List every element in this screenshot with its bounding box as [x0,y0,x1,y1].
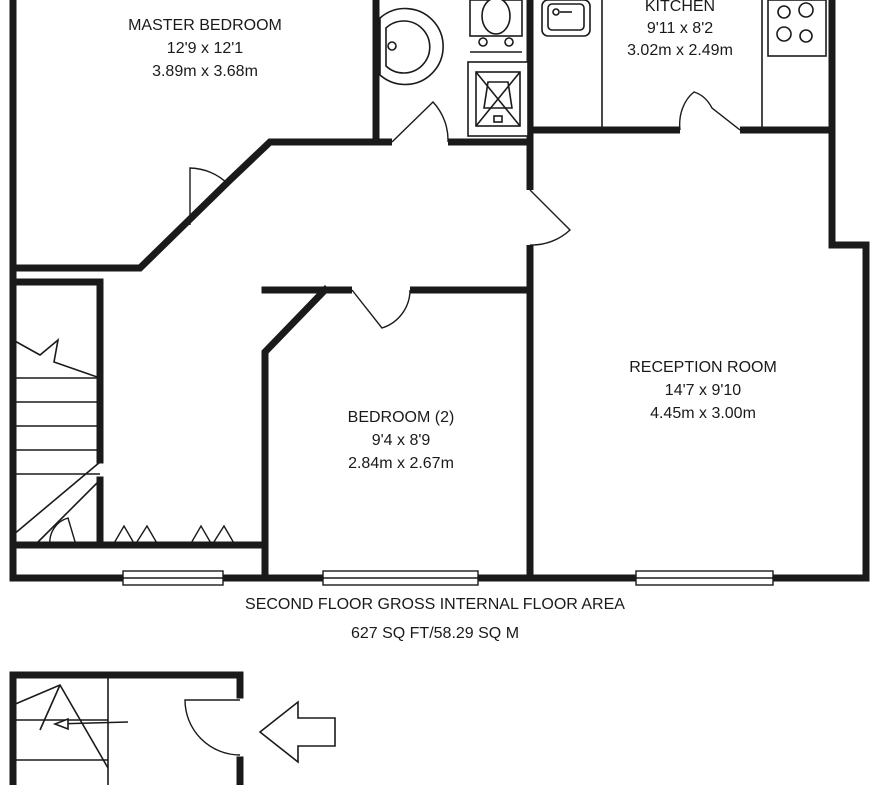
room-name: KITCHEN [645,0,715,15]
bedroom-2-label: BEDROOM (2) 9'4 x 8'9 2.84m x 2.67m [348,409,455,472]
room-metric: 4.45m x 3.00m [650,405,756,422]
room-imperial: 14'7 x 9'10 [665,382,741,399]
room-imperial: 9'11 x 8'2 [647,20,713,37]
room-name: MASTER BEDROOM [128,17,282,34]
entrance-arrow-icon [258,700,336,764]
room-metric: 3.89m x 3.68m [152,63,258,80]
hob-icon [767,0,827,57]
room-name: RECEPTION ROOM [629,359,777,376]
reception-room-label: RECEPTION ROOM 14'7 x 9'10 4.45m x 3.00m [629,359,777,422]
shower-tray-icon [467,61,529,137]
room-name: BEDROOM (2) [348,409,455,426]
room-imperial: 12'9 x 12'1 [167,40,243,57]
room-metric: 2.84m x 2.67m [348,455,454,472]
room-metric: 3.02m x 2.49m [627,42,733,59]
kitchen-label: KITCHEN 9'11 x 8'2 3.02m x 2.49m [627,0,733,59]
master-bedroom-label: MASTER BEDROOM 12'9 x 12'1 3.89m x 3.68m [128,17,282,80]
toilet-icon [469,0,523,53]
sink-icon [379,7,444,86]
windows [122,570,774,586]
kitchen-counter [601,0,763,128]
kitchen-sink-icon [541,0,591,37]
entrance-staircase-icon [12,675,129,785]
room-imperial: 9'4 x 8'9 [372,432,431,449]
doors [49,91,741,756]
floor-area-value: 627 SQ FT/58.29 SQ M [351,625,519,642]
floor-area-title: SECOND FLOOR GROSS INTERNAL FLOOR AREA [245,596,625,613]
staircase-icon [12,337,101,546]
